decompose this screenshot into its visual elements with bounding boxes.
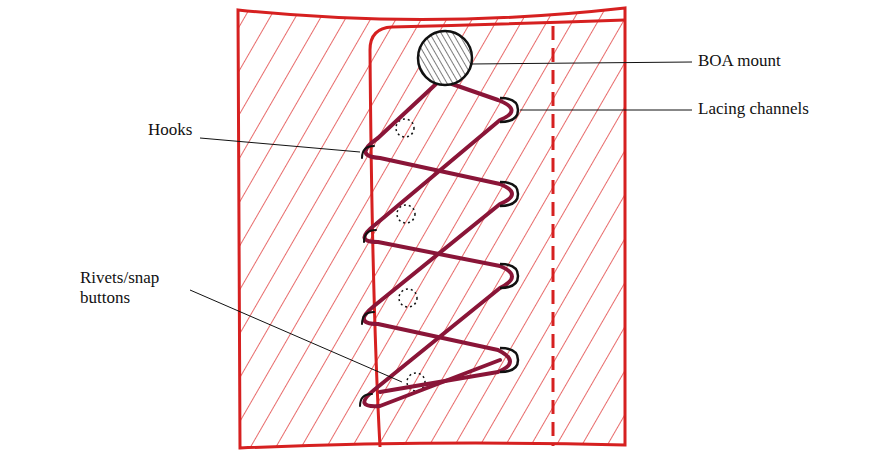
part-label: BOA mount	[698, 51, 781, 71]
part-label: Hooks	[148, 120, 192, 140]
boa-mount	[418, 31, 472, 85]
flap-edge	[370, 20, 625, 447]
part-label: Rivets/snap buttons	[80, 268, 185, 307]
seam-line	[552, 26, 555, 446]
lacing-channels	[500, 98, 518, 372]
part-label: Lacing channels	[698, 99, 809, 119]
lacing	[364, 84, 512, 406]
leader-lines	[190, 62, 692, 382]
sleeve-outline	[238, 8, 625, 448]
